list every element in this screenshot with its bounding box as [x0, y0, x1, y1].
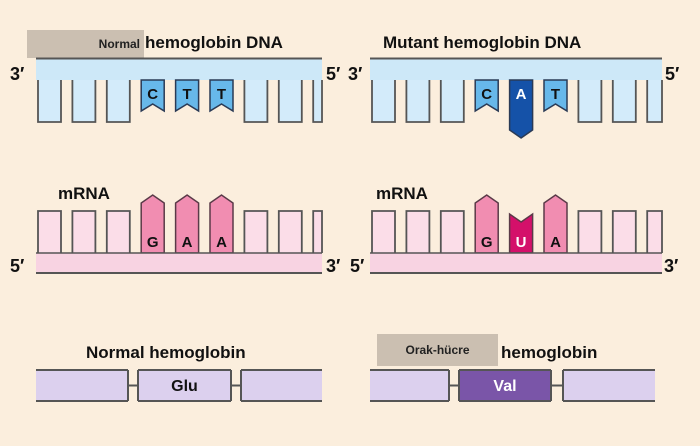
normal-protein-residue — [241, 370, 322, 401]
mutant-dna-base — [611, 80, 637, 123]
mutant-dna-end-left: 3′ — [348, 64, 363, 84]
mutant-dna-base-A — [508, 79, 534, 139]
normal-mrna-base — [37, 210, 62, 253]
normal-protein-chain: Glu — [36, 369, 322, 402]
mutant-mrna-base-letter: A — [550, 234, 561, 251]
normal-dna-end-right: 5′ — [326, 64, 341, 84]
normal-mrna-base-letter: A — [216, 234, 227, 251]
normal-mrna-end-left: 5′ — [10, 256, 25, 276]
normal-mrna-label: mRNA — [58, 184, 110, 203]
normal-dna-base — [105, 80, 131, 123]
mutant-mrna-base-letter: U — [516, 234, 527, 251]
normal-dna-base — [37, 80, 62, 123]
normal-mrna-base — [71, 210, 97, 253]
mutant-protein-residue — [563, 370, 655, 401]
normal-mrna-end-right: 3′ — [326, 256, 341, 276]
mutant-mrna-backbone — [370, 253, 662, 273]
mutant-dna-base — [439, 80, 465, 123]
mutant-protein-chain: Val — [370, 369, 655, 402]
mutant-dna-base-letter: C — [481, 86, 492, 103]
mutant-mrna-base-letter: G — [481, 234, 493, 251]
normal-dna-base — [243, 80, 269, 123]
normal-dna-base — [312, 80, 323, 123]
normal-protein-amino-acid-label: Glu — [171, 378, 198, 395]
mutant-dna-title: Mutant hemoglobin DNA — [383, 33, 582, 52]
normal-mrna-base-letter: G — [147, 234, 159, 251]
normal-tag: Normal — [27, 30, 144, 58]
normal-protein-residue — [36, 370, 128, 401]
mutant-mrna-end-left: 5′ — [350, 256, 365, 276]
mutant-mrna-base — [405, 210, 431, 253]
mutant-dna-base-letter: A — [516, 86, 527, 103]
normal-dna-backbone — [36, 58, 322, 80]
normal-mrna-base — [277, 210, 303, 253]
normal-dna-base-letter: C — [147, 86, 158, 103]
normal-mrna-backbone — [36, 253, 322, 273]
mutant-dna-end-right: 5′ — [665, 64, 680, 84]
mutant-mrna-base — [646, 210, 663, 253]
normal-mrna-base-letter: A — [182, 234, 193, 251]
normal-protein-title: Normal hemoglobin — [86, 343, 246, 362]
mutant-protein-tag: Orak-hücre — [377, 334, 498, 366]
mutant-mrna-base — [439, 210, 465, 253]
normal-dna-base — [277, 80, 303, 123]
mutant-mrna-base — [611, 210, 637, 253]
mutant-dna-base — [371, 80, 396, 123]
normal-mrna-base — [312, 210, 323, 253]
normal-dna-title: hemoglobin DNA — [145, 33, 283, 52]
normal-dna-base-T — [209, 79, 234, 113]
mutant-mrna-label: mRNA — [376, 184, 428, 203]
normal-dna-base-C — [140, 79, 165, 113]
mutant-protein-title: hemoglobin — [501, 343, 598, 362]
mutant-dna-base-letter: T — [551, 86, 560, 103]
mutant-protein-amino-acid — [459, 370, 551, 401]
mutant-protein-tag-label: Orak-hücre — [405, 343, 470, 357]
normal-dna-end-left: 3′ — [10, 64, 25, 84]
normal-protein-amino-acid — [138, 370, 231, 401]
mutant-dna-base — [405, 80, 431, 123]
mutant-mrna-base — [577, 210, 603, 253]
mutant-mrna-end-right: 3′ — [664, 256, 679, 276]
mutant-dna-base — [646, 80, 663, 123]
normal-dna-base-T — [174, 79, 200, 113]
normal-mrna-base — [243, 210, 269, 253]
mutant-mrna-base — [371, 210, 396, 253]
mutant-protein-residue — [370, 370, 449, 401]
mutant-dna-base — [577, 80, 603, 123]
mutant-dna-backbone — [370, 58, 662, 80]
mutant-dna-base-T — [543, 79, 568, 113]
mutant-protein-amino-acid-label: Val — [493, 378, 516, 395]
normal-dna-base — [71, 80, 97, 123]
mutant-dna-base-C — [474, 79, 499, 113]
normal-tag-label: Normal — [98, 37, 140, 51]
normal-dna-base-letter: T — [217, 86, 226, 103]
normal-mrna-base — [105, 210, 131, 253]
normal-dna-base-letter: T — [183, 86, 192, 103]
